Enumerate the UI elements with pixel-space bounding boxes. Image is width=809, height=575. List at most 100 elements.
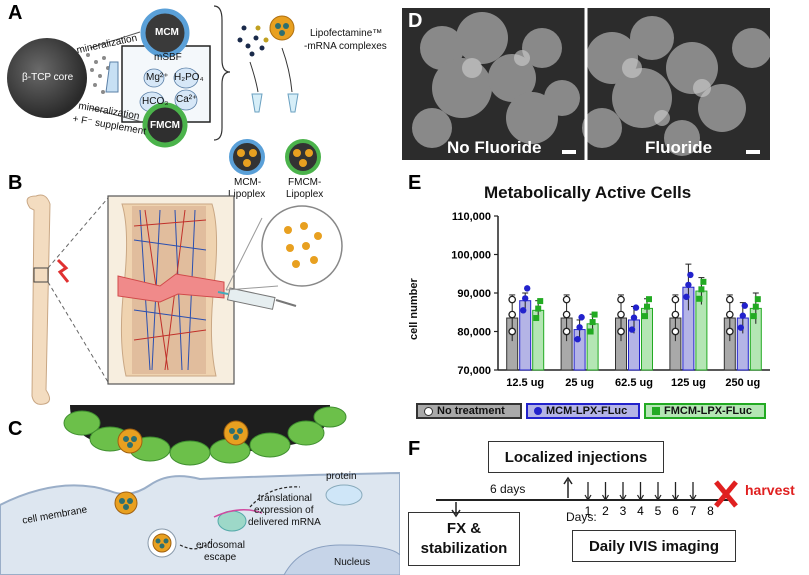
panel-letter-c: C [8,418,23,440]
data-point [587,328,594,335]
x-tick-label: 125 ug [671,377,706,389]
fmcm-lipoplex [285,139,321,175]
legend-label: FMCM-LPX-FLuc [664,405,752,417]
data-point [725,310,734,319]
day-number: 2 [602,504,609,518]
data-point [522,295,529,302]
data-point [685,281,692,289]
data-point [644,303,650,310]
data-point [698,286,705,293]
data-point [646,296,652,303]
y-tick-label: 110,000 [452,211,491,223]
bone-shape [26,194,51,405]
tcp-core [7,38,87,118]
panel-b-illustration [26,194,343,405]
localized-injections-box: Localized injections [488,441,664,473]
data-point [671,327,680,336]
fx-stabilization-box: FX & stabilization [408,512,520,566]
day-number: 7 [690,504,697,518]
core-label: β-TCP core [22,72,74,83]
fx-line-2: stabilization [420,540,508,557]
sem-texture [402,8,770,160]
day-arrow [689,494,697,502]
legend-label: No treatment [437,405,505,417]
data-point [754,296,761,303]
day-number: 8 [707,504,714,518]
panel-letter-f: F [408,438,421,460]
data-point [535,305,542,312]
sem-image-panel [402,8,770,160]
data-point [589,319,596,326]
harvest-label: harvest [745,482,795,498]
translational-label-1: translational [258,493,312,504]
data-point [562,310,571,319]
days-label: Days: [566,510,597,524]
daily-imaging-box: Daily IVIS imaging [572,530,736,562]
mcm-lipoplex-label-1: MCM- [234,177,262,188]
data-point [591,311,598,318]
legend-fmcm: FMCM-LPX-FLuc [644,403,766,419]
x-tick-label: 62.5 ug [615,377,653,389]
data-point [741,302,748,309]
harvest-x-icon [714,480,738,508]
day-arrow [619,494,627,502]
legend-marker-circle [424,406,433,416]
data-point [578,314,585,321]
data-point [630,314,638,321]
y-tick-label: 100,000 [451,250,491,262]
day-arrow [636,494,645,502]
data-point [737,324,744,331]
panel-a-illustration [7,5,321,175]
mcm-lipoplex [229,139,265,175]
lipofectamine-label-2: -mRNA complexes [304,41,387,52]
fmcm-particle [142,102,188,148]
mcm-particle [140,8,190,58]
data-point [533,315,540,322]
chart-title: Metabolically Active Cells [484,183,692,202]
legend-no-treatment: No treatment [416,403,522,419]
fx-line-1: FX & [446,520,482,537]
data-point [617,295,625,304]
legend-label: MCM-LPX-FLuc [546,405,628,417]
y-tick-label: 80,000 [457,327,491,339]
panel-letter-a: A [8,2,23,24]
x-tick-label: 12.5 ug [506,377,544,389]
fmcm-lipoplex-label-1: FMCM- [288,177,322,188]
legend-marker-dot [534,407,542,415]
six-days-label: 6 days [490,482,526,496]
day-number: 4 [637,504,644,518]
day-number: 3 [620,504,627,518]
msbf-label: mSBF [154,52,182,63]
data-point [750,313,757,320]
ion-hco3: HCO₃ [142,96,169,107]
data-point [520,307,527,314]
sem-label-fluoride: Fluoride [645,138,713,157]
translational-label-2: expression of [254,505,314,516]
data-point [671,310,680,319]
day-number: 5 [655,504,662,518]
data-point [725,295,734,304]
chart-ylabel: cell number [408,278,420,340]
lipofectamine-label-1: Lipofectamine™ [310,28,383,39]
data-point [524,285,531,292]
panel-letter-e: E [408,172,422,194]
day-arrow [654,494,662,502]
legend-mcm: MCM-LPX-FLuc [526,403,640,419]
day-arrow [584,494,592,502]
nucleus-label: Nucleus [334,557,371,568]
data-point [508,295,517,304]
day-arrow [671,494,680,502]
data-point [508,327,517,336]
data-point [574,336,581,343]
data-point [617,310,625,319]
data-point [617,327,625,336]
data-point [683,293,690,301]
ion-ca: Ca²⁺ [176,94,198,105]
data-point [725,327,734,336]
day-number: 6 [672,504,679,518]
data-point [739,312,746,319]
data-point [671,295,680,304]
mcm-label: MCM [155,27,179,38]
